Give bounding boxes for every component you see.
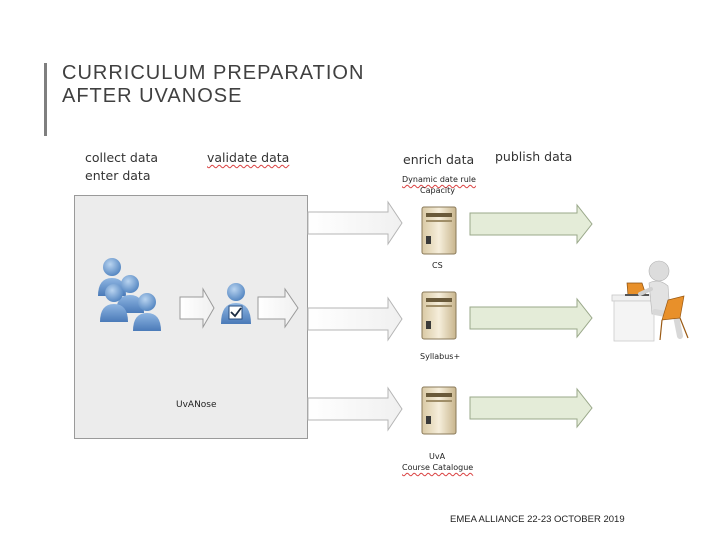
- stage-publish-label: publish data: [495, 149, 573, 164]
- uvanose-label: UvANose: [176, 400, 217, 410]
- publish-arrow-cs: [469, 203, 593, 245]
- title-accent-bar: [44, 63, 47, 136]
- stage-enrich-label: enrich data: [403, 152, 475, 167]
- arrow-to-catalogue: [307, 386, 403, 432]
- server-cs-label: CS: [432, 261, 443, 270]
- footer-event: EMEA ALLIANCE 22-23 OCTOBER 2019: [450, 514, 625, 525]
- people-group-icon: [98, 258, 161, 331]
- publish-arrow-catalogue: [469, 387, 593, 429]
- arrow-validator-out: [257, 287, 299, 329]
- title-line-1: CURRICULUM PREPARATION: [62, 62, 365, 84]
- stage-enter-label: enter data: [85, 168, 151, 183]
- server-catalogue-label-line2: Course Catalogue: [402, 463, 474, 472]
- server-syllabus-icon: [421, 291, 457, 340]
- person-at-desk-icon: [596, 248, 708, 358]
- enrich-detail-dynamic-date-rule: Dynamic date rule: [402, 175, 476, 184]
- server-catalogue-icon: [421, 386, 457, 435]
- server-catalogue-label-line1: UvA: [429, 452, 446, 461]
- validator-icon: [221, 283, 251, 324]
- stage-validate-label: validate data: [207, 150, 290, 165]
- title-line-2: AFTER UVANOSE: [62, 85, 243, 107]
- publish-arrow-syllabus: [469, 297, 593, 339]
- page-title: CURRICULUM PREPARATION AFTER UVANOSE: [62, 62, 364, 108]
- server-cs-icon: [421, 206, 457, 255]
- enrich-detail-capacity: Capacity: [420, 186, 455, 195]
- server-syllabus-label: Syllabus+: [420, 352, 461, 361]
- stage-collect-label: collect data: [85, 150, 159, 165]
- arrow-people-to-validator: [179, 287, 215, 329]
- arrow-to-cs: [307, 200, 403, 246]
- arrow-to-syllabus: [307, 296, 403, 342]
